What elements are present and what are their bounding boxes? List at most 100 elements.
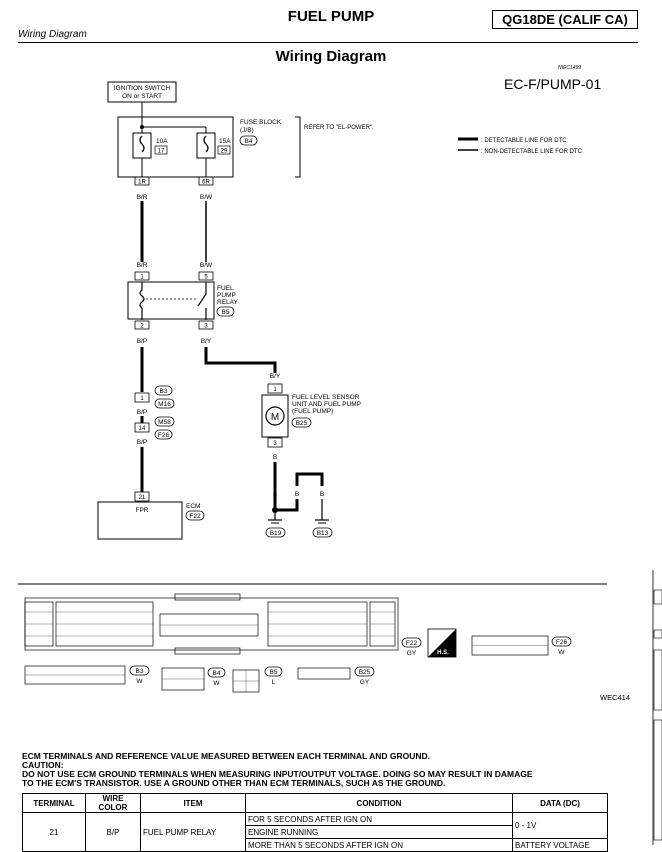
- svg-text:10A: 10A: [156, 138, 168, 145]
- svg-text:B/R: B/R: [137, 262, 148, 269]
- right-edge-strip: [652, 570, 662, 845]
- col-terminal: TERMINAL: [22, 793, 86, 813]
- svg-text:B/W: B/W: [200, 194, 213, 201]
- fuse-block-sub: (J/B): [240, 127, 254, 134]
- svg-text:M: M: [271, 412, 279, 423]
- relay-label-2: PUMP: [217, 292, 236, 299]
- col-item: ITEM: [140, 793, 246, 813]
- ignition-switch-state: ON or START: [122, 93, 162, 100]
- cell-terminal: 21: [22, 812, 86, 852]
- svg-text:1: 1: [273, 387, 277, 393]
- relay-label-1: FUEL: [217, 285, 234, 292]
- ecm-box: [97, 501, 183, 540]
- ground-b19: B19: [270, 530, 282, 537]
- cell-data: 0 - 1V: [512, 812, 608, 839]
- svg-text:B/P: B/P: [137, 409, 147, 416]
- svg-text:29: 29: [221, 149, 228, 155]
- svg-text:5: 5: [204, 275, 208, 281]
- fuse-block-conn-badge: [239, 135, 258, 146]
- svg-text:B4: B4: [213, 670, 221, 677]
- diagram-ref-code: NIEC1499: [558, 65, 582, 71]
- ignition-switch-label: IGNITION SWITCH: [114, 85, 171, 92]
- svg-text:15A: 15A: [219, 138, 231, 145]
- cell-data: BATTERY VOLTAGE: [512, 838, 608, 852]
- svg-text:B: B: [295, 491, 299, 498]
- legend-detectable: : DETECTABLE LINE FOR DTC: [481, 138, 567, 144]
- page-subtitle: Wiring Diagram: [18, 29, 87, 40]
- svg-text:3: 3: [204, 324, 208, 330]
- pump-label-1: FUEL LEVEL SENSOR: [292, 394, 360, 401]
- fuse-block-conn: B4: [245, 138, 253, 145]
- pump-label-3: (FUEL PUMP): [292, 408, 333, 415]
- ecm-name: ECM: [186, 503, 200, 510]
- svg-text:B/P: B/P: [137, 338, 147, 345]
- svg-text:B/W: B/W: [200, 262, 213, 269]
- svg-text:W: W: [136, 678, 143, 685]
- col-condition: CONDITION: [245, 793, 513, 813]
- svg-text:W: W: [213, 680, 220, 687]
- table-header-row: TERMINAL WIRE COLOR ITEM CONDITION DATA …: [22, 793, 608, 813]
- svg-text:3: 3: [273, 441, 277, 447]
- ecm-connector-grid: [25, 611, 395, 637]
- svg-text:B: B: [273, 454, 277, 461]
- svg-text:1: 1: [140, 396, 144, 402]
- col-data: DATA (DC): [512, 793, 608, 813]
- svg-text:17: 17: [158, 149, 165, 155]
- svg-text:M58: M58: [158, 419, 171, 426]
- svg-text:F22: F22: [406, 640, 418, 647]
- table-row: 21 B/P FUEL PUMP RELAY FOR 5 SECONDS AFT…: [22, 812, 608, 852]
- svg-text:B/R: B/R: [137, 194, 148, 201]
- svg-text:L: L: [272, 679, 276, 686]
- cell-condition: MORE THAN 5 SECONDS AFTER IGN ON: [245, 838, 513, 852]
- wec-code: WEC414: [600, 693, 630, 702]
- svg-text:GY: GY: [407, 650, 417, 657]
- svg-text:21: 21: [139, 495, 146, 501]
- relay-conn: B5: [222, 309, 230, 316]
- svg-text:B/P: B/P: [137, 439, 147, 446]
- legend-non-detectable: : NON-DETECTABLE LINE FOR DTC: [481, 149, 583, 155]
- relay-label-3: RELAY: [217, 299, 238, 306]
- motor-symbol: [265, 406, 285, 426]
- svg-text:F26: F26: [556, 639, 568, 646]
- svg-text:W: W: [558, 649, 565, 656]
- svg-text:F26: F26: [158, 432, 170, 439]
- fuel-pump-relay-box: [127, 281, 215, 320]
- pump-label-2: UNIT AND FUEL PUMP: [292, 401, 361, 408]
- fuse-block-box: [117, 116, 234, 178]
- model-box: QG18DE (CALIF CA): [492, 10, 638, 29]
- ecm-conn: F22: [189, 513, 201, 520]
- fuse-block-label: FUSE BLOCK: [240, 119, 282, 126]
- cell-wire-color: B/P: [85, 812, 141, 852]
- svg-text:B: B: [320, 491, 324, 498]
- svg-text:B/Y: B/Y: [270, 373, 281, 380]
- b25-connector-face: [297, 667, 351, 680]
- pump-conn: B25: [296, 420, 308, 427]
- svg-text:GY: GY: [360, 679, 370, 686]
- wiring-diagram: IGNITION SWITCH ON or START FUSE BLOCK (…: [18, 81, 630, 702]
- svg-text:B3: B3: [160, 388, 168, 395]
- ecm-terminal-table: TERMINAL WIRE COLOR ITEM CONDITION DATA …: [22, 793, 608, 852]
- svg-text:1R: 1R: [138, 180, 146, 186]
- cell-item: FUEL PUMP RELAY: [140, 812, 246, 852]
- diagram-code: EC-F/PUMP-01: [504, 76, 602, 92]
- svg-text:2: 2: [140, 324, 144, 330]
- svg-text:14: 14: [139, 426, 146, 432]
- svg-text:H.S.: H.S.: [437, 650, 449, 656]
- svg-text:6R: 6R: [202, 180, 210, 186]
- diagram-title: Wiring Diagram: [275, 48, 387, 65]
- cell-condition: FOR 5 SECONDS AFTER IGN ON: [245, 812, 513, 826]
- ground-b13: B13: [317, 530, 329, 537]
- svg-text:B5: B5: [270, 669, 278, 676]
- page-title: FUEL PUMP: [287, 8, 375, 25]
- svg-text:B25: B25: [359, 669, 371, 676]
- col-wire-color: WIRE COLOR: [85, 793, 141, 813]
- ecm-terminal: FPR: [136, 507, 149, 514]
- svg-text:B/Y: B/Y: [201, 338, 212, 345]
- svg-text:B: B: [273, 492, 277, 499]
- refer-to: REFER TO "EL-POWER".: [304, 125, 374, 131]
- cell-condition: ENGINE RUNNING: [245, 825, 513, 839]
- header-rule: [18, 42, 638, 43]
- ecm-terminals-heading: ECM TERMINALS AND REFERENCE VALUE MEASUR…: [22, 751, 533, 788]
- fuel-pump-box: [261, 394, 289, 438]
- svg-text:1: 1: [140, 275, 144, 281]
